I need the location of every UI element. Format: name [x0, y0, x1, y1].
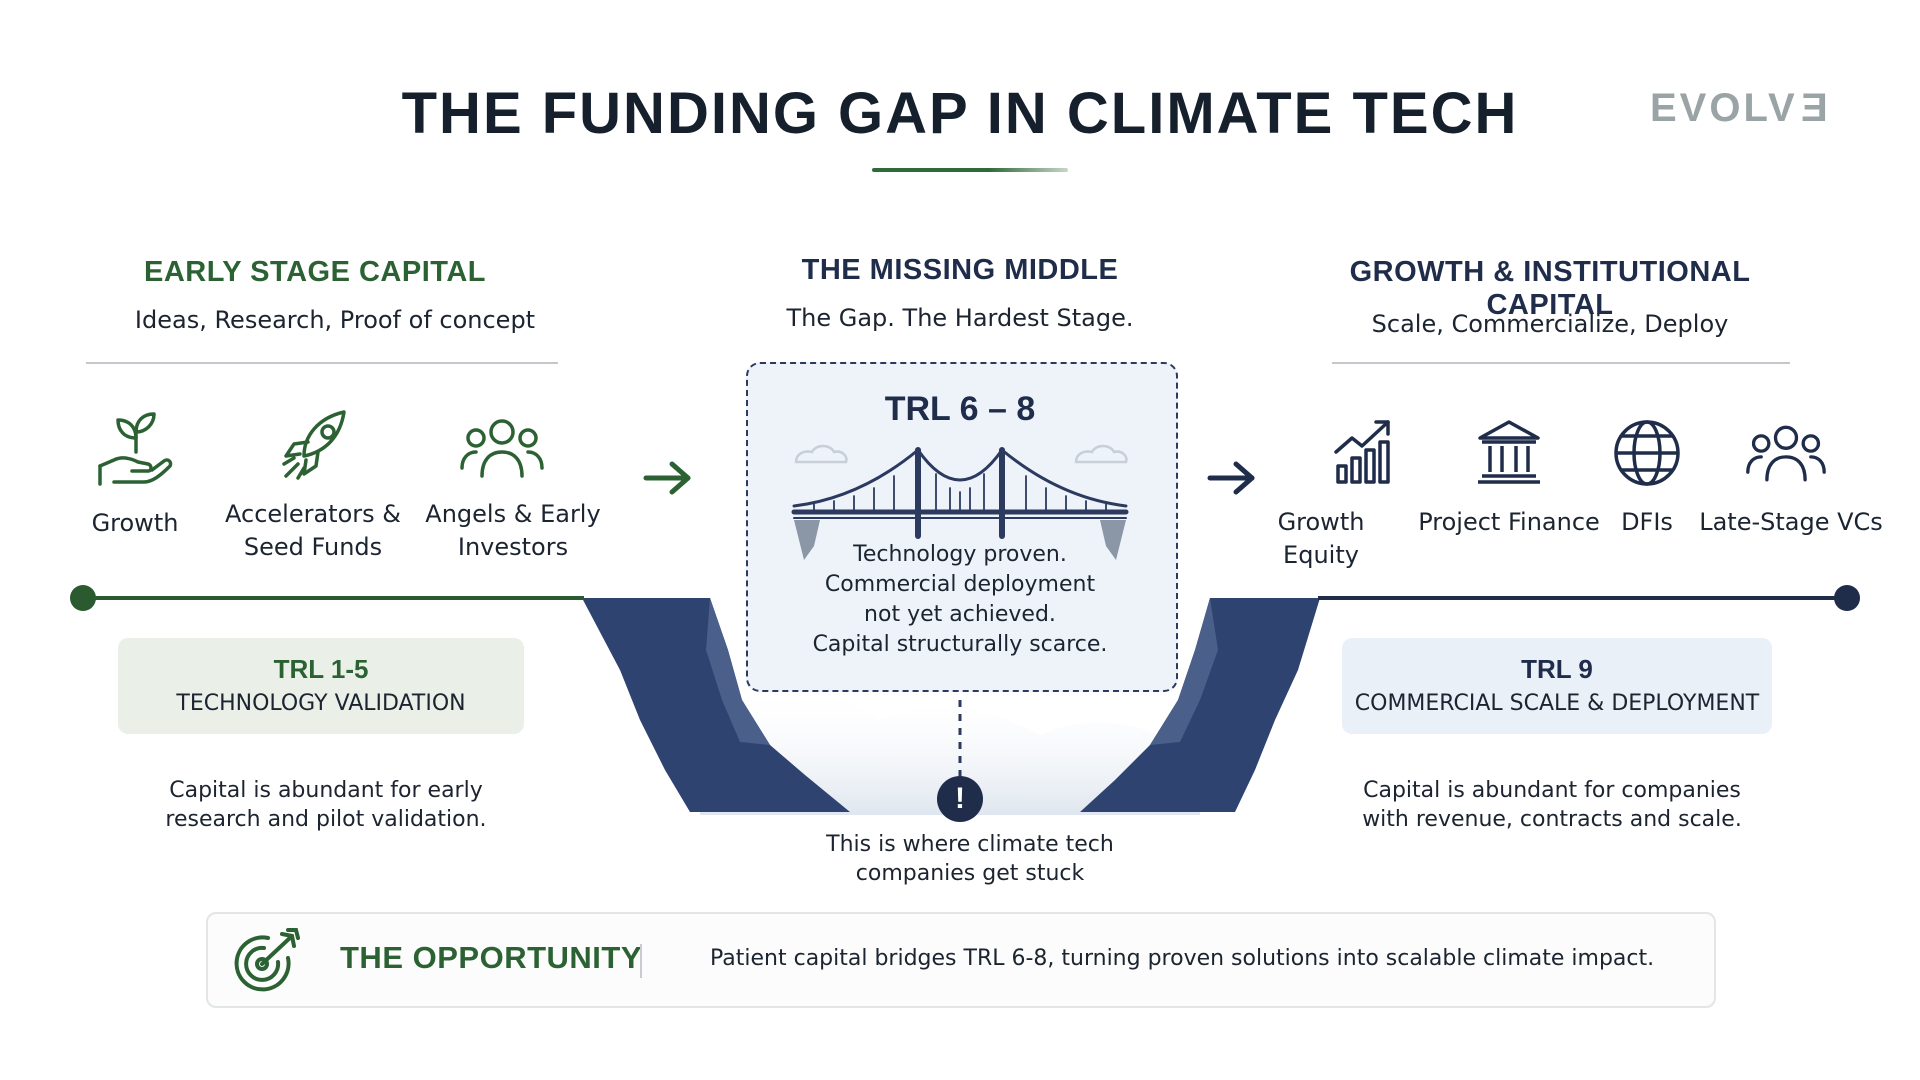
early-icon-label: Accelerators & Seed Funds	[208, 498, 418, 564]
growth-icon-label: Late-Stage VCs	[1699, 508, 1883, 536]
early-stage-subtitle: Ideas, Research, Proof of concept	[134, 306, 536, 334]
growth-icon-label: Project Finance	[1418, 508, 1600, 536]
opportunity-text: Patient capital bridges TRL 6-8, turning…	[710, 946, 1655, 971]
label-line: Growth	[91, 509, 179, 537]
growth-trl-box: TRL 9 COMMERCIAL SCALE & DEPLOYMENT	[1342, 638, 1772, 734]
desc-line: with revenue, contracts and scale.	[1362, 807, 1742, 832]
evolve-logo: EVOLVE	[1650, 86, 1827, 131]
timeline-end-dot	[1834, 585, 1860, 611]
early-trl-number: TRL 1-5	[273, 654, 369, 684]
missing-middle-heading: THE MISSING MIDDLE	[801, 254, 1119, 286]
stuck-line: companies get stuck	[855, 861, 1085, 886]
early-description: Capital is abundant for early research an…	[120, 776, 532, 834]
timeline-start-dot	[70, 585, 96, 611]
timeline-right	[1318, 596, 1846, 600]
bank-icon	[1478, 420, 1540, 484]
early-trl-caption: TECHNOLOGY VALIDATION	[176, 691, 466, 716]
title-underline	[872, 168, 1068, 172]
globe-icon	[1614, 420, 1680, 486]
page-title: THE FUNDING GAP IN CLIMATE TECH	[401, 81, 1519, 146]
early-trl-box: TRL 1-5 TECHNOLOGY VALIDATION	[118, 638, 524, 734]
rocket-icon	[282, 410, 346, 480]
arrow-right-icon	[643, 461, 691, 495]
early-divider	[86, 362, 558, 364]
opportunity-divider	[640, 944, 642, 978]
missing-middle-subtitle: The Gap. The Hardest Stage.	[786, 304, 1134, 332]
label-line: Investors	[457, 533, 569, 561]
growth-heading: GROWTH & INSTITUTIONAL CAPITAL	[1349, 256, 1751, 321]
gap-description: Technology proven. Commercial deployment…	[746, 540, 1174, 660]
growth-divider	[1332, 362, 1790, 364]
growth-description: Capital is abundant for companies with re…	[1332, 776, 1772, 834]
growth-trl-caption: COMMERCIAL SCALE & DEPLOYMENT	[1354, 691, 1760, 716]
logo-text: EVOLV	[1650, 86, 1798, 130]
desc-line: Capital is abundant for early	[169, 778, 483, 803]
people-group-icon	[460, 419, 544, 478]
gap-trl-label: TRL 6 – 8	[884, 390, 1036, 428]
label-line: Accelerators &	[225, 500, 401, 528]
target-arrow-icon	[234, 928, 300, 992]
left-cliff-highlight	[706, 598, 770, 745]
alert-icon: !	[937, 776, 983, 822]
gap-mist	[700, 684, 1200, 815]
left-cliff	[582, 598, 850, 812]
label-line: Seed Funds	[243, 533, 383, 561]
early-stage-heading: EARLY STAGE CAPITAL	[144, 256, 486, 288]
growth-trl-number: TRL 9	[1521, 654, 1593, 684]
opportunity-title: THE OPPORTUNITY	[340, 940, 643, 975]
growth-subtitle: Scale, Commercialize, Deploy	[1371, 310, 1729, 338]
arrow-right-icon	[1207, 461, 1255, 495]
gap-line: Capital structurally scarce.	[812, 632, 1108, 657]
desc-line: research and pilot validation.	[165, 807, 487, 832]
stuck-line: This is where climate tech	[826, 832, 1114, 857]
opportunity-banner: THE OPPORTUNITY Patient capital bridges …	[206, 912, 1716, 1008]
desc-line: Capital is abundant for companies	[1363, 778, 1741, 803]
growth-icon-label: DFIs	[1621, 508, 1673, 536]
label-line: Angels & Early	[425, 500, 601, 528]
gap-line: Technology proven.	[853, 542, 1067, 567]
plant-hand-icon	[98, 412, 173, 486]
stuck-description: This is where climate tech companies get …	[760, 830, 1180, 888]
growth-icon-label: Growth Equity	[1277, 508, 1365, 569]
early-icon-label: Growth	[70, 507, 200, 540]
right-cliff-highlight	[1150, 598, 1218, 745]
people-group-icon	[1746, 425, 1826, 482]
gap-line: Commercial deployment	[824, 572, 1096, 597]
bar-chart-arrow-icon	[1334, 420, 1390, 484]
timeline-left	[82, 596, 584, 600]
right-cliff	[1080, 598, 1320, 812]
gap-line: not yet achieved.	[864, 602, 1056, 627]
bridge-icon	[791, 444, 1129, 560]
